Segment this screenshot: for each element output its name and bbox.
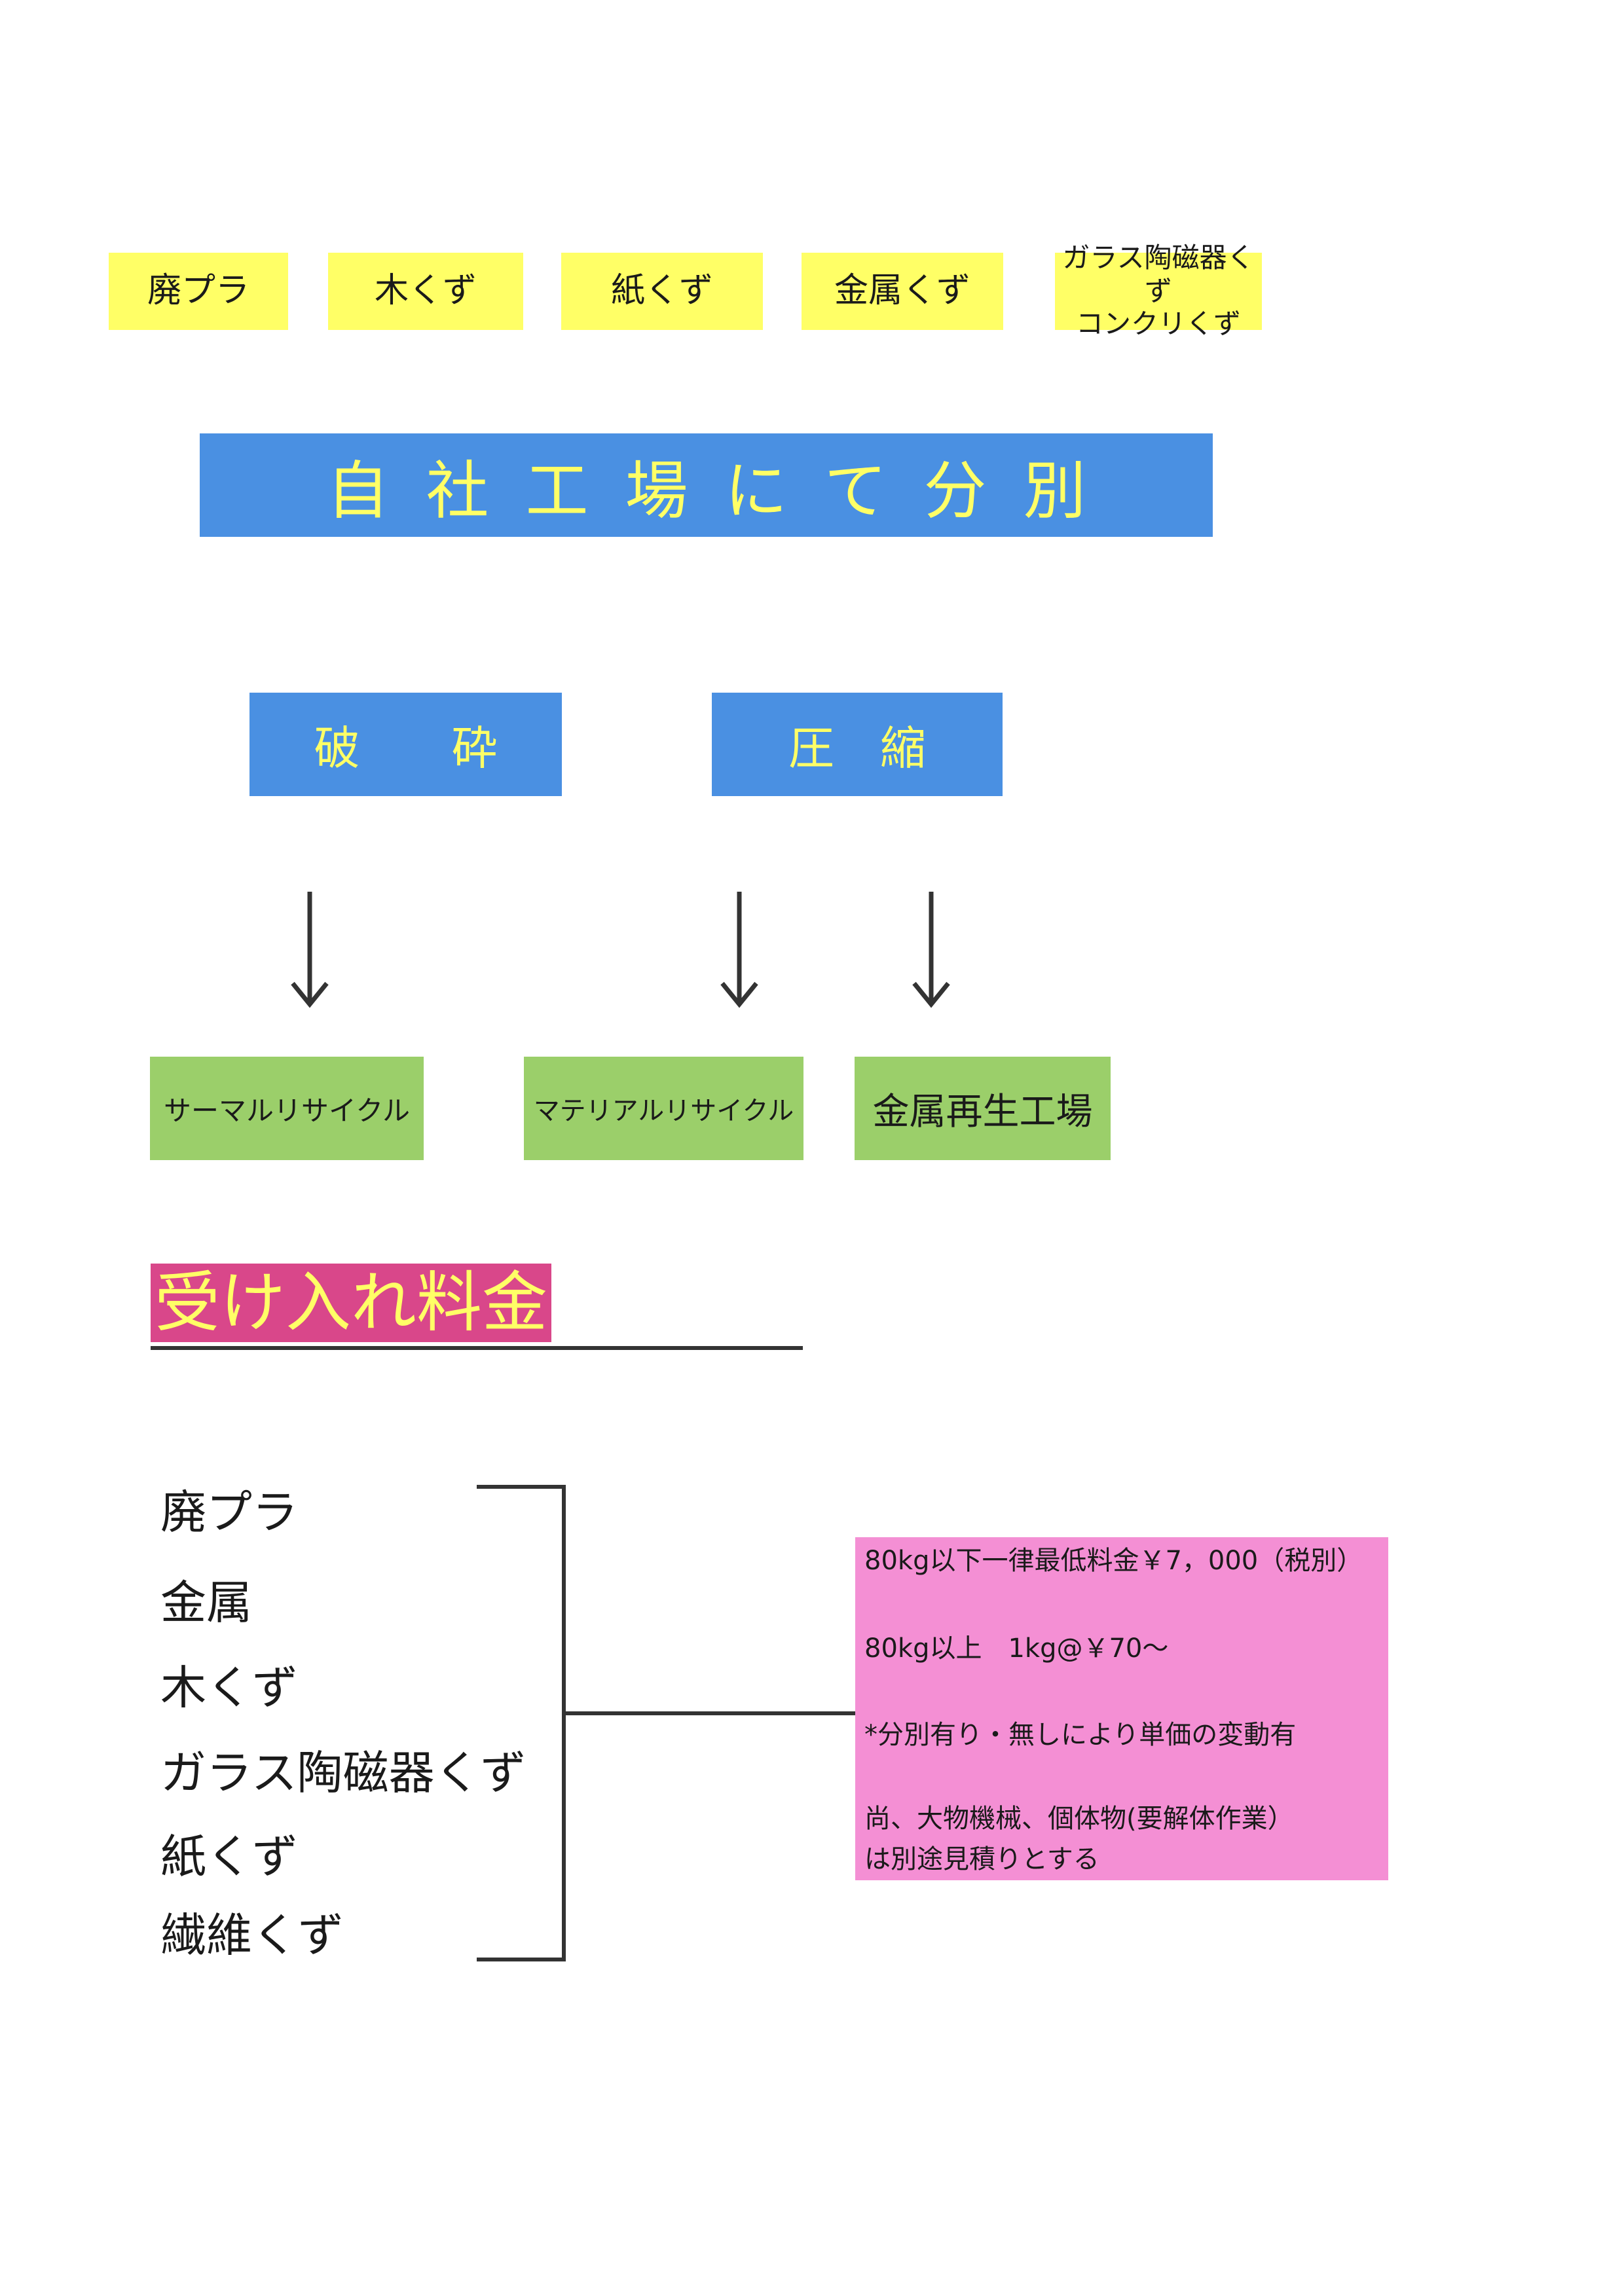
output-box-thermal-recycle: サーマルリサイクル <box>150 1057 424 1160</box>
pricing-note-minimum: 80kg以下一律最低料金￥7，000（税別） <box>864 1546 1363 1576</box>
arrow-down-icon <box>291 892 329 1008</box>
fee-item-wood-scrap: 木くず <box>160 1661 298 1715</box>
category-box-wood-scrap: 木くず <box>328 253 523 330</box>
fee-item-metal: 金属 <box>160 1576 252 1630</box>
pricing-note-separate-quote: は別途見積りとする <box>864 1844 1099 1874</box>
connector-line <box>566 1711 855 1715</box>
pricing-note-large-items: 尚、大物機械、個体物(要解体作業） <box>864 1804 1294 1834</box>
category-box-metal-scrap: 金属くず <box>802 253 1003 330</box>
category-box-glass-concrete: ガラス陶磁器くず コンクリくず <box>1055 242 1262 340</box>
pricing-notes-box: 80kg以下一律最低料金￥7，000（税別） 80kg以上 1kg@￥70～ *… <box>855 1537 1388 1880</box>
pricing-note-per-kg: 80kg以上 1kg@￥70～ <box>864 1633 1169 1664</box>
output-box-material-recycle: マテリアルリサイクル <box>524 1057 803 1160</box>
bracket-bottom-line <box>477 1958 566 1961</box>
fee-item-fiber-scrap: 繊維くず <box>160 1908 344 1962</box>
arrow-down-icon <box>912 892 950 1008</box>
process-box-crushing: 破 砕 <box>249 693 562 796</box>
fee-item-waste-plastic: 廃プラ <box>160 1485 298 1539</box>
category-label-concrete: コンクリくず <box>1075 308 1241 340</box>
category-box-paper-scrap: 紙くず <box>561 253 763 330</box>
fee-item-glass-ceramic: ガラス陶磁器くず <box>160 1746 526 1800</box>
category-label-glass-ceramic: ガラス陶磁器くず <box>1062 242 1255 307</box>
fee-section-title: 受け入れ料金 <box>151 1264 551 1342</box>
process-box-compression: 圧 縮 <box>712 693 1003 796</box>
fee-item-paper-scrap: 紙くず <box>160 1830 298 1884</box>
arrow-down-icon <box>720 892 758 1008</box>
sorting-banner: 自社工場にて分別 <box>200 433 1213 537</box>
output-box-metal-regeneration: 金属再生工場 <box>855 1057 1111 1160</box>
category-box-waste-plastic: 廃プラ <box>109 253 288 330</box>
bracket-top-line <box>477 1485 566 1489</box>
bracket-vertical-line <box>562 1485 566 1961</box>
pricing-note-variation: *分別有り・無しにより単価の変動有 <box>864 1720 1297 1750</box>
title-underline <box>151 1346 803 1350</box>
